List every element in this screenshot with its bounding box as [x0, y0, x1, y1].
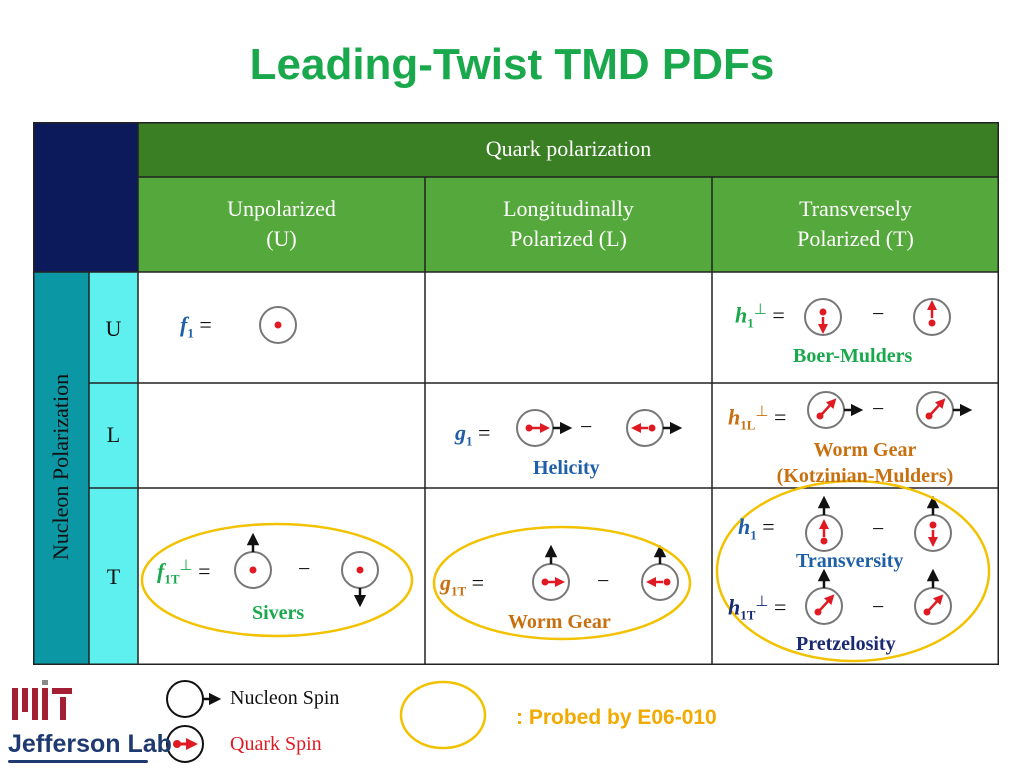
h1-diagram-a: [805, 495, 843, 552]
f1Tperp-diagram-b: [341, 551, 379, 608]
corner-cell: [33, 122, 138, 272]
h1perp-diagram-b: [913, 298, 951, 336]
row-label-t: T: [106, 564, 121, 589]
jefferson-lab-logo: Jefferson Lab: [8, 730, 172, 758]
g1T-label: g1T =: [440, 570, 485, 599]
legend-quark-spin-label: Quark Spin: [230, 733, 322, 755]
quark-polarization-header: [138, 122, 999, 177]
worm-gear-label: Worm Gear: [508, 611, 611, 633]
g1T-minus: −: [597, 568, 610, 593]
h1-diagram-b: [914, 495, 952, 552]
h1-label: h1 =: [738, 514, 775, 543]
h1Lperp-diagram-a: [807, 391, 864, 429]
col-unpolarized: Unpolarized(U): [227, 196, 336, 251]
row-label-l: L: [106, 422, 121, 447]
h1Tperp-diagram-a: [805, 568, 843, 625]
g1-minus: −: [580, 414, 593, 439]
helicity-label: Helicity: [533, 457, 600, 479]
h1Lperp-minus: −: [872, 396, 885, 421]
quark-polarization-label: Quark polarization: [485, 136, 652, 161]
f1Tperp-minus: −: [298, 556, 311, 581]
h1perp-diagram-a: [804, 298, 842, 336]
h1-minus: −: [872, 516, 885, 541]
pretzelosity-label: Pretzelosity: [796, 633, 896, 655]
jefferson-lab-swoosh: [8, 760, 148, 763]
transversity-ellipse: [715, 479, 991, 663]
legend-probed-label: : Probed by E06-010: [516, 706, 717, 729]
f1Tperp-label: f1T⊥ =: [157, 558, 211, 587]
worm-gear-kotzinian-label: Worm Gear (Kotzinian-Mulders): [776, 439, 954, 487]
legend-quark-spin-symbol: [166, 725, 204, 763]
f1-nucleon-circle: [259, 306, 297, 344]
h1Lperp-label: h1L⊥ =: [728, 404, 787, 433]
h1Tperp-label: h1T⊥ =: [728, 594, 787, 623]
g1-label: g1 =: [455, 420, 491, 449]
row-label-u: U: [105, 316, 122, 341]
row-header-column: [89, 272, 138, 665]
nucleon-polarization-header: [33, 272, 89, 665]
wormgear-ellipse: [432, 525, 692, 641]
h1Lperp-diagram-b: [916, 391, 973, 429]
h1Tperp-minus: −: [872, 594, 885, 619]
h1perp-label: h1⊥ =: [735, 302, 785, 331]
column-header-row: [138, 177, 999, 272]
mit-logo: [12, 680, 72, 720]
sivers-label: Sivers: [252, 602, 305, 624]
g1-diagram-a: [516, 409, 573, 447]
h1perp-minus: −: [872, 301, 885, 326]
h1Tperp-diagram-b: [914, 568, 952, 625]
g1-diagram-b: [626, 409, 683, 447]
transversity-label: Transversity: [796, 550, 904, 572]
g1T-diagram-a: [532, 544, 570, 601]
g1T-diagram-b: [641, 544, 679, 601]
legend-probed-ellipse: [399, 680, 487, 750]
sivers-ellipse: [140, 522, 414, 638]
f1-label: f1 =: [180, 312, 212, 341]
legend-nucleon-spin-symbol: [166, 680, 222, 718]
boer-mulders-label: Boer-Mulders: [793, 345, 913, 367]
f1Tperp-diagram-a: [234, 532, 272, 589]
legend-nucleon-spin-label: Nucleon Spin: [230, 687, 340, 709]
page-title: Leading-Twist TMD PDFs: [249, 40, 775, 89]
